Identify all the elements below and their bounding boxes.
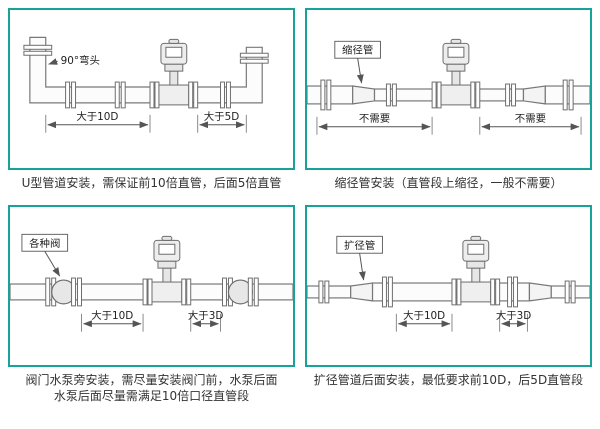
caption-line-1: 阀门水泵旁安装，需尽量安装阀门前，水泵后面 xyxy=(25,373,278,388)
expander-leader-arrow xyxy=(358,253,366,281)
dim-left-label: 大于10D xyxy=(403,309,445,322)
elbow-callout-label: 90°弯头 xyxy=(61,54,100,67)
dim-right-label: 大于3D xyxy=(496,309,531,322)
reducer-cone xyxy=(352,85,376,105)
panel-expander-frame: 扩径管 大于10D 大于3D xyxy=(305,205,592,368)
expander-callout-label: 扩径管 xyxy=(344,239,375,252)
expander-cone xyxy=(522,85,546,105)
flowmeter-icon xyxy=(142,236,192,306)
dim-right-label: 不需要 xyxy=(515,113,546,125)
dim-left-label: 大于10D xyxy=(76,110,118,123)
dim-left-label: 不需要 xyxy=(359,113,390,125)
panel-expander: 扩径管 大于10D 大于3D 扩径管道后面安装，最低要求前10D，后5D直管段 xyxy=(305,205,592,404)
panel-valves-caption: 阀门水泵旁安装，需尽量安装阀门前，水泵后面 水泵后面尽量需满足10倍口径直管段 xyxy=(8,372,295,404)
panel-reducer-frame: 缩径管 不需要 不需要 xyxy=(305,8,592,170)
dim-left-label: 大于10D xyxy=(91,309,133,322)
panel-reducer-caption: 缩径管安装（直管段上缩径，一般不需要） xyxy=(334,176,563,190)
expander-diagram: 扩径管 大于10D 大于3D xyxy=(307,236,590,332)
dim-right-label: 大于5D xyxy=(204,110,239,123)
reducer-leader-arrow xyxy=(356,58,364,84)
panel-u-pipe-frame: 90°弯头 大于10D 大于5D xyxy=(8,8,295,170)
valves-diagram: 各种阀 大于10D 大于3D xyxy=(10,234,293,332)
panel-expander-caption: 扩径管道后面安装，最低要求前10D，后5D直管段 xyxy=(313,373,584,388)
panel-reducer: 缩径管 不需要 不需要 缩径管安装（直管段上缩径，一般不需要） xyxy=(305,8,592,191)
panel-valves: 各种阀 大于10D 大于3D 阀门水泵旁安装，需尽量安装阀门前，水泵后面 水泵后… xyxy=(8,205,295,404)
u-pipe-diagram: 90°弯头 大于10D 大于5D xyxy=(23,36,269,133)
panel-grid: 90°弯头 大于10D 大于5D U型管道安装，需保证前10倍直管，后面5倍直管 xyxy=(8,8,592,404)
reducer-diagram: 缩径管 不需要 不需要 xyxy=(307,38,590,135)
valve-leader-arrow xyxy=(44,251,61,277)
panel-u-pipe-caption: U型管道安装，需保证前10倍直管，后面5倍直管 xyxy=(21,176,282,190)
flowmeter-icon xyxy=(149,38,199,109)
panel-u-pipe: 90°弯头 大于10D 大于5D U型管道安装，需保证前10倍直管，后面5倍直管 xyxy=(8,8,295,191)
dim-right-label: 大于3D xyxy=(188,309,223,322)
panel-valves-frame: 各种阀 大于10D 大于3D xyxy=(8,205,295,368)
flowmeter-icon xyxy=(451,236,501,306)
caption-line-2: 水泵后面尽量需满足10倍口径直管段 xyxy=(53,389,250,404)
expander-cone xyxy=(350,282,374,302)
elbow-leader-arrow xyxy=(48,58,58,65)
valve-callout-label: 各种阀 xyxy=(29,237,60,250)
reducer-callout-label: 缩径管 xyxy=(342,44,373,57)
reducer-cone xyxy=(528,282,552,302)
flowmeter-icon xyxy=(431,38,481,109)
